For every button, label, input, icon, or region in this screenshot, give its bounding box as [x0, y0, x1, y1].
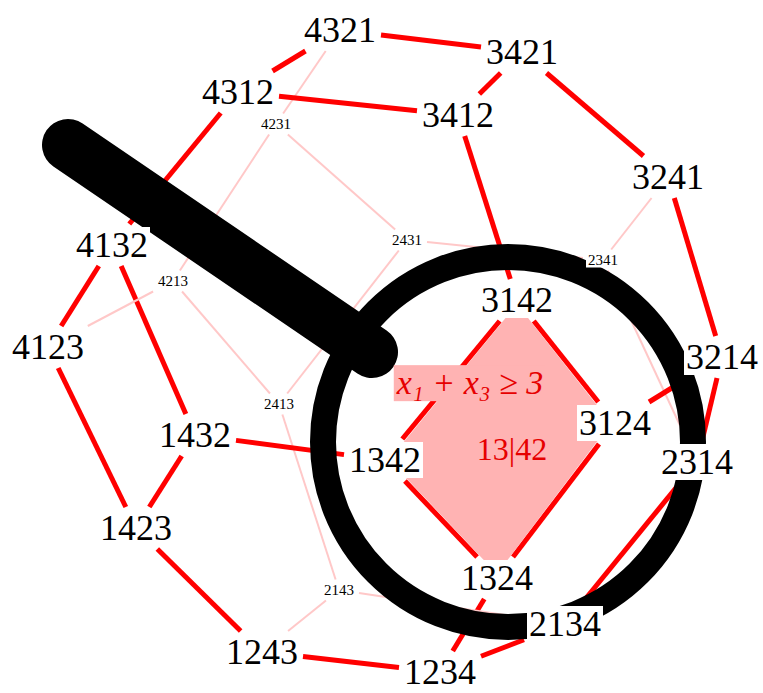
vertex-label: 2413 [264, 396, 294, 412]
hidden-edge [288, 601, 326, 632]
permutation-vertex: 4231 [259, 117, 293, 132]
vertex-label: 4321 [304, 10, 376, 50]
permutation-vertex: 2143 [322, 583, 356, 598]
permutation-vertex: 2431 [390, 233, 424, 248]
visible-edge [149, 456, 181, 507]
permutation-vertex: 2134 [527, 606, 603, 642]
visible-edge [279, 96, 417, 110]
visible-edge [481, 640, 524, 657]
vertex-label: 3412 [422, 95, 494, 135]
magnifier-ring [323, 257, 693, 627]
permutation-vertex: 4321 [302, 12, 378, 48]
permutation-vertex: 1234 [402, 654, 478, 690]
visible-edge [273, 51, 306, 71]
permutation-vertex: 3412 [420, 97, 496, 133]
permutation-vertex: 3124 [577, 405, 653, 441]
permutation-vertex: 4213 [156, 274, 190, 289]
visible-edge [547, 73, 644, 156]
visible-edge [381, 35, 481, 47]
visible-edge [479, 73, 500, 94]
vertex-label: 2134 [529, 604, 601, 644]
visible-edge [157, 549, 240, 631]
permutation-vertex: 1432 [157, 417, 233, 453]
vertex-label: 2431 [392, 232, 422, 248]
vertex-label: 4123 [12, 327, 84, 367]
permutation-vertex: 4312 [200, 74, 276, 110]
vertex-label: 4213 [158, 273, 188, 289]
vertex-label: 4132 [76, 225, 148, 265]
permutation-vertex: 1243 [224, 634, 300, 670]
inequality-label: x₁ + x₃ ≥ 3 [394, 365, 546, 401]
vertex-label: 1324 [461, 558, 533, 598]
permutation-vertex: 3142 [479, 282, 555, 318]
vertex-label: 2143 [324, 582, 354, 598]
vertex-label: 1432 [159, 415, 231, 455]
permutation-vertex: 4132 [74, 227, 150, 263]
vertex-label: 4231 [261, 116, 291, 132]
vertex-label: 1423 [100, 508, 172, 548]
vertex-label: 3421 [486, 32, 558, 72]
permutation-vertex: 3421 [484, 34, 560, 70]
permutation-vertex: 1342 [347, 442, 423, 478]
visible-edge [61, 266, 99, 326]
permutation-vertex: 4123 [10, 329, 86, 365]
permutation-vertex: 1324 [459, 560, 535, 596]
vertex-label: 1243 [226, 632, 298, 672]
hidden-edge [611, 198, 651, 250]
magnifier-handle [68, 145, 372, 352]
vertex-label: 1342 [349, 440, 421, 480]
permutation-vertex: 2314 [659, 444, 735, 480]
vertex-label: 3142 [481, 280, 553, 320]
face-label: 13|42 [474, 433, 550, 467]
vertex-label: 4312 [202, 72, 274, 112]
hidden-edge [182, 292, 270, 394]
permutation-vertex: 2413 [262, 397, 296, 412]
visible-edge [674, 198, 715, 336]
vertex-label: 2341 [588, 252, 618, 268]
permutation-vertex: 1423 [98, 510, 174, 546]
vertex-label: 2314 [661, 442, 733, 482]
permutation-vertex: 3214 [684, 339, 760, 375]
vertex-label: 3124 [579, 403, 651, 443]
hidden-edge [288, 135, 395, 230]
hidden-edge [88, 292, 153, 327]
visible-edge [303, 657, 399, 668]
permutation-vertex: 2341 [586, 253, 620, 268]
visible-edge [58, 368, 126, 507]
vertex-label: 1234 [404, 652, 476, 692]
vertex-label: 3214 [686, 337, 758, 377]
vertex-label: 3241 [632, 157, 704, 197]
permutation-vertex: 3241 [630, 159, 706, 195]
